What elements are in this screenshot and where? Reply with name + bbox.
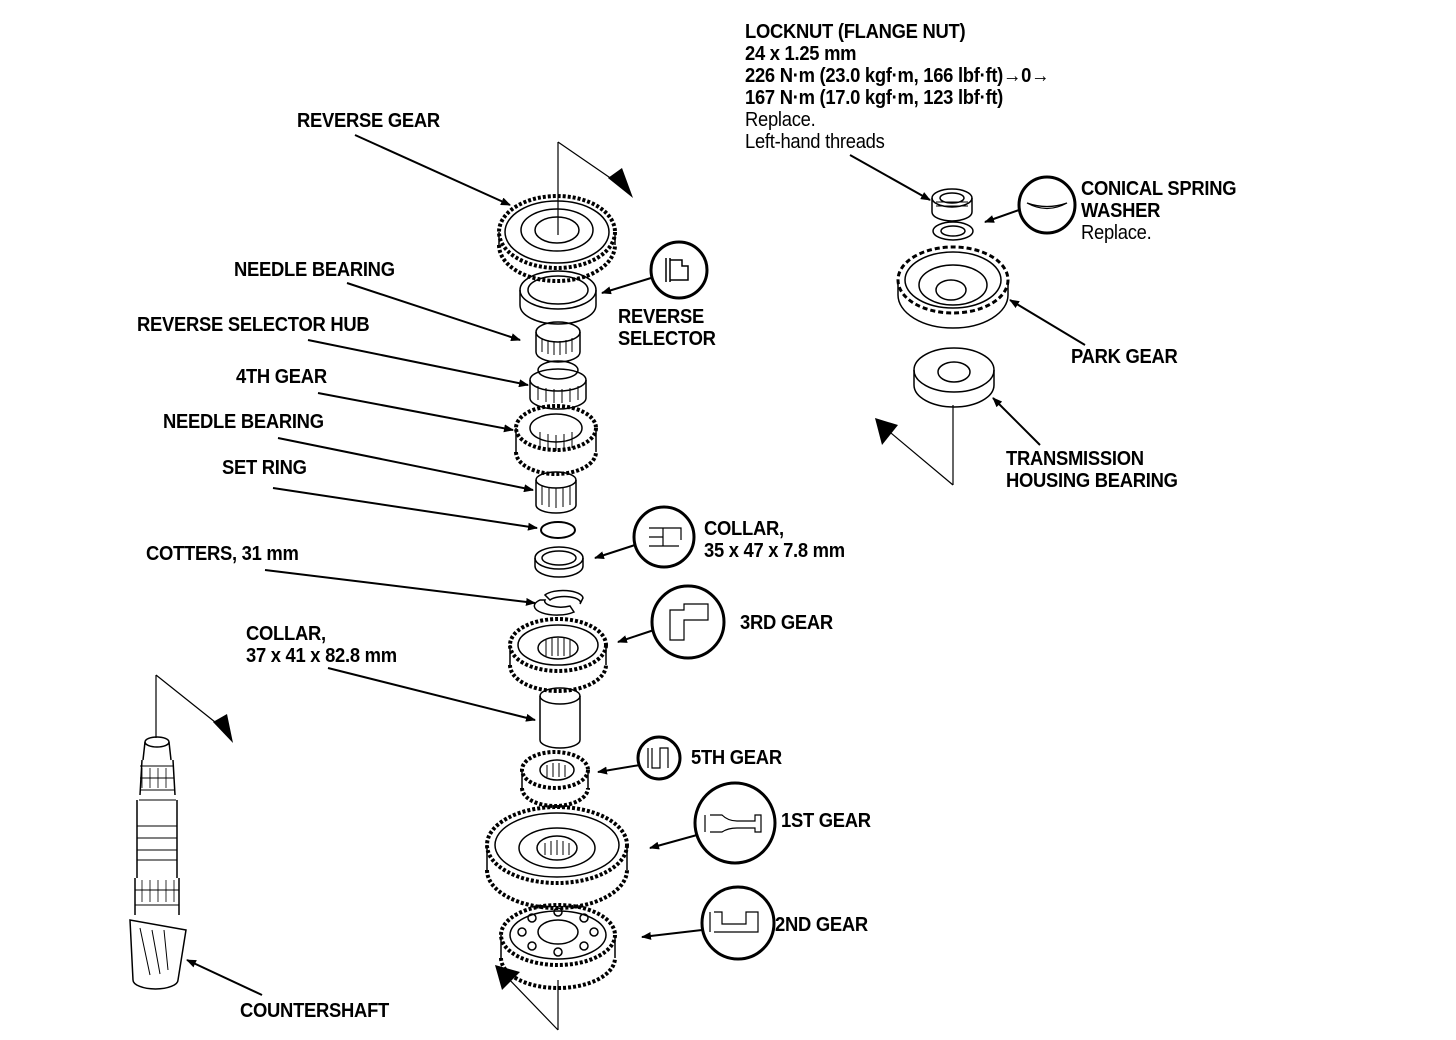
fifth-gear-part — [520, 750, 590, 808]
needle-bearing-part-1 — [535, 321, 581, 363]
label-needle-bearing-1: NEEDLE BEARING — [234, 259, 395, 281]
second-gear-detail-circle — [641, 885, 776, 961]
label-transmission-housing-bearing: TRANSMISSION HOUSING BEARING — [1006, 448, 1178, 492]
assembly-direction-arrow-shaft — [155, 674, 233, 743]
first-gear-detail-circle — [649, 781, 777, 865]
leader-collar-long — [327, 667, 536, 722]
second-gear-part — [499, 903, 617, 990]
locknut-torque-1: 226 N·m (23.0 kgf·m, 166 lbf·ft)→0→ — [745, 65, 1050, 87]
conical-spring-washer-line-1: CONICAL SPRING — [1081, 178, 1237, 200]
label-fifth-gear: 5TH GEAR — [691, 747, 782, 769]
locknut-torque-2: 167 N·m (17.0 kgf·m, 123 lbf·ft) — [745, 87, 1004, 109]
collar-short-detail-circle — [594, 505, 696, 569]
transmission-housing-bearing-line-2: HOUSING BEARING — [1006, 470, 1178, 492]
label-countershaft: COUNTERSHAFT — [240, 1000, 389, 1022]
label-needle-bearing-2: NEEDLE BEARING — [163, 411, 324, 433]
reverse-selector-hub-part — [529, 360, 587, 410]
locknut-size: 24 x 1.25 mm — [745, 43, 857, 65]
leader-locknut — [849, 154, 931, 201]
leader-park-gear — [1009, 299, 1086, 346]
assembly-direction-arrow-top — [557, 141, 633, 235]
countershaft-part — [129, 736, 187, 990]
reverse-selector-line-2: SELECTOR — [618, 328, 716, 350]
transmission-housing-bearing-line-1: TRANSMISSION — [1006, 448, 1144, 470]
cotters-part — [533, 589, 584, 616]
transmission-housing-bearing-part — [913, 347, 995, 408]
collar-short-part — [534, 546, 584, 578]
label-third-gear: 3RD GEAR — [740, 612, 833, 634]
needle-bearing-part-2 — [535, 471, 577, 514]
third-gear-detail-circle — [617, 584, 726, 660]
leader-reverse-gear — [354, 134, 511, 206]
collar-long-line-1: COLLAR, — [246, 623, 326, 645]
locknut-part — [931, 188, 973, 222]
label-collar-long: COLLAR, 37 x 41 x 82.8 mm — [246, 623, 397, 667]
leader-reverse-selector-hub — [307, 339, 529, 388]
conical-spring-washer-detail-circle — [984, 175, 1077, 235]
assembly-direction-arrow-bottom — [495, 965, 559, 1031]
leader-set-ring — [272, 487, 538, 531]
conical-spring-washer-part — [932, 221, 974, 241]
reverse-gear-part — [497, 194, 617, 283]
label-collar-short: COLLAR, 35 x 47 x 7.8 mm — [704, 518, 845, 562]
set-ring-part — [540, 521, 576, 539]
label-conical-spring-washer: CONICAL SPRING WASHER Replace. — [1081, 178, 1237, 244]
reverse-selector-detail-circle — [601, 240, 709, 300]
collar-short-line-2: 35 x 47 x 7.8 mm — [704, 540, 845, 562]
leader-cotters — [264, 569, 536, 606]
leader-fourth-gear — [317, 392, 514, 433]
reverse-selector-part — [519, 270, 597, 325]
park-gear-part — [896, 245, 1010, 329]
locknut-note-replace: Replace. — [745, 109, 816, 131]
collar-long-part — [539, 687, 581, 749]
label-reverse-selector: REVERSE SELECTOR — [618, 306, 716, 350]
third-gear-part — [508, 617, 608, 693]
locknut-note-threads: Left-hand threads — [745, 131, 885, 153]
label-set-ring: SET RING — [222, 457, 307, 479]
label-first-gear: 1ST GEAR — [781, 810, 871, 832]
label-reverse-selector-hub: REVERSE SELECTOR HUB — [137, 314, 370, 336]
leader-needle-bearing-1 — [346, 282, 521, 341]
fourth-gear-part — [514, 404, 598, 476]
leader-transmission-housing-bearing — [992, 397, 1041, 446]
label-second-gear: 2ND GEAR — [775, 914, 868, 936]
conical-spring-washer-line-2: WASHER — [1081, 200, 1161, 222]
label-reverse-gear: REVERSE GEAR — [297, 110, 440, 132]
label-fourth-gear: 4TH GEAR — [236, 366, 327, 388]
label-cotters: COTTERS, 31 mm — [146, 543, 299, 565]
leader-countershaft — [186, 959, 263, 996]
fifth-gear-detail-circle — [597, 735, 682, 781]
collar-long-line-2: 37 x 41 x 82.8 mm — [246, 645, 397, 667]
label-park-gear: PARK GEAR — [1071, 346, 1178, 368]
conical-spring-washer-note: Replace. — [1081, 222, 1152, 244]
label-locknut: LOCKNUT (FLANGE NUT) 24 x 1.25 mm 226 N·… — [745, 21, 1050, 153]
locknut-name: LOCKNUT (FLANGE NUT) — [745, 21, 966, 43]
collar-short-line-1: COLLAR, — [704, 518, 784, 540]
assembly-direction-arrow-right — [875, 405, 954, 486]
leader-lines — [186, 134, 1086, 996]
first-gear-part — [485, 805, 629, 910]
leader-needle-bearing-2 — [277, 437, 534, 493]
reverse-selector-line-1: REVERSE — [618, 306, 705, 328]
